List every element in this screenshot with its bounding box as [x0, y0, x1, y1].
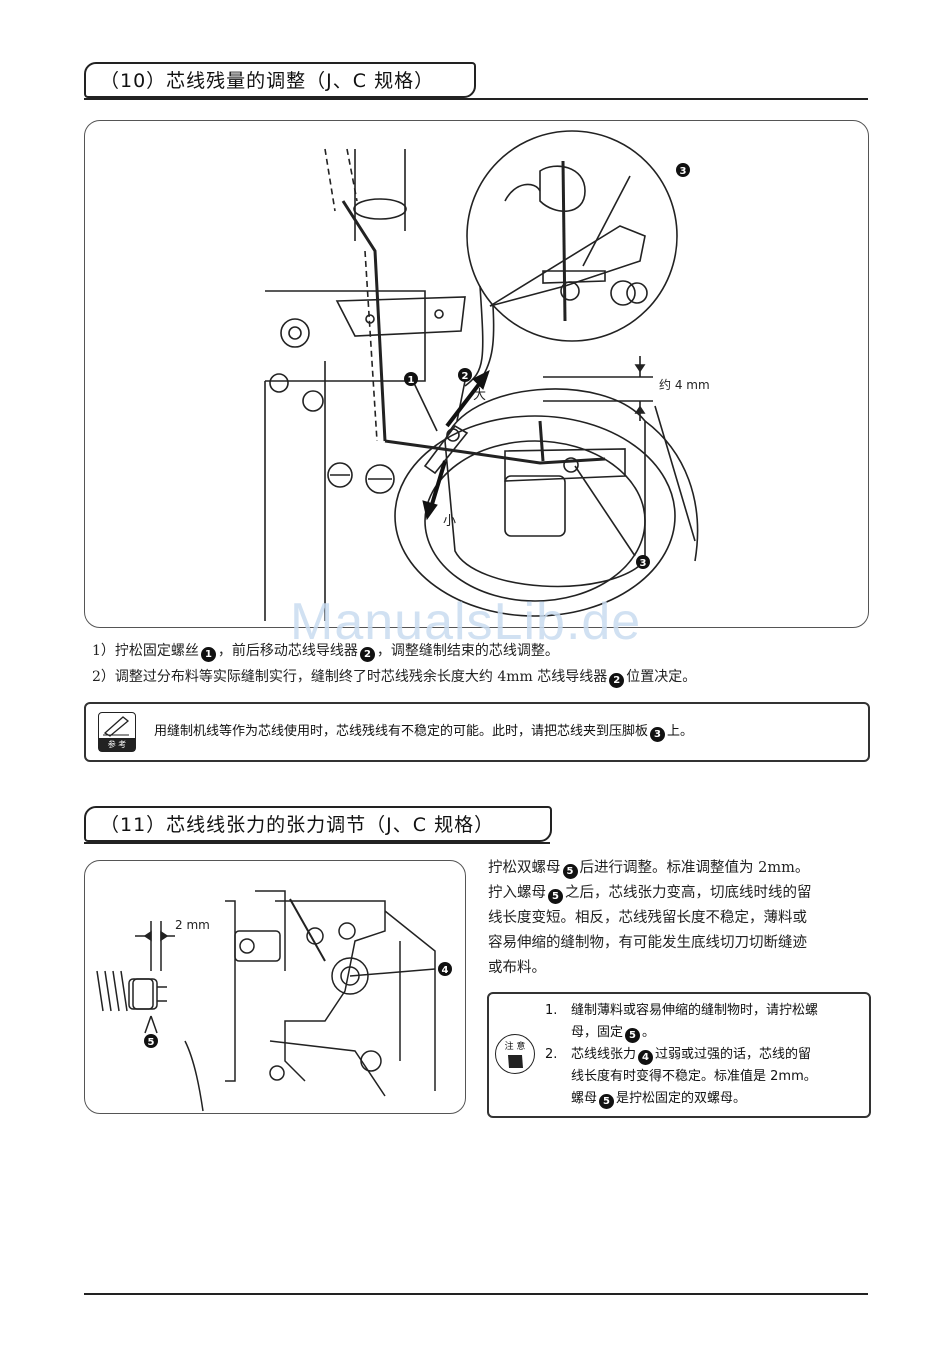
- reference-icon: 参 考: [98, 712, 136, 752]
- label-small: 小: [443, 514, 456, 529]
- callout-2: 2: [458, 368, 472, 382]
- hand-icon: [508, 1055, 523, 1068]
- svg-text:2: 2: [462, 371, 469, 382]
- callout-3-bottom: 3: [636, 555, 650, 569]
- reference-icon-label: 参 考: [99, 738, 135, 751]
- caution-icon-label: 注 意: [504, 1042, 526, 1052]
- callout-5: 5: [144, 1034, 158, 1048]
- svg-text:4: 4: [442, 965, 449, 976]
- label-approx-4mm: 约 4 mm: [659, 377, 710, 392]
- callout-4: 4: [438, 962, 452, 976]
- section-11-rule: [84, 842, 550, 844]
- section-10-title: （10）芯线残量的调整（J、C 规格）: [84, 62, 476, 98]
- callout-3-top: 3: [676, 163, 690, 177]
- label-large: 大: [473, 388, 486, 403]
- figure-2-drawing: 2 mm 4 5: [96, 890, 452, 1112]
- caution-icon: 注 意: [495, 1034, 535, 1074]
- svg-text:3: 3: [680, 166, 687, 177]
- label-2mm: 2 mm: [175, 918, 210, 932]
- figure-core-thread-remaining: 1 2 3 3 大 小 约 4 mm: [84, 120, 869, 628]
- reference-note: 参 考 用缝制机线等作为芯线使用时，芯线残线有不稳定的可能。此时，请把芯线夹到压…: [84, 702, 870, 762]
- pencil-icon: [103, 716, 130, 737]
- section-11-title: （11）芯线线张力的张力调节（J、C 规格）: [84, 806, 552, 842]
- svg-text:1: 1: [408, 375, 415, 386]
- figure-1-drawing: 1 2 3 3 大 小 约 4 mm: [264, 130, 710, 621]
- section-10-rule: [84, 98, 868, 100]
- callout-1: 1: [404, 372, 418, 386]
- watermark: ManualsLib.de: [290, 593, 642, 651]
- svg-text:3: 3: [640, 558, 647, 569]
- footer-rule: [84, 1293, 868, 1295]
- figure-thread-tension: 2 mm 4 5: [84, 860, 466, 1114]
- svg-text:5: 5: [148, 1037, 155, 1048]
